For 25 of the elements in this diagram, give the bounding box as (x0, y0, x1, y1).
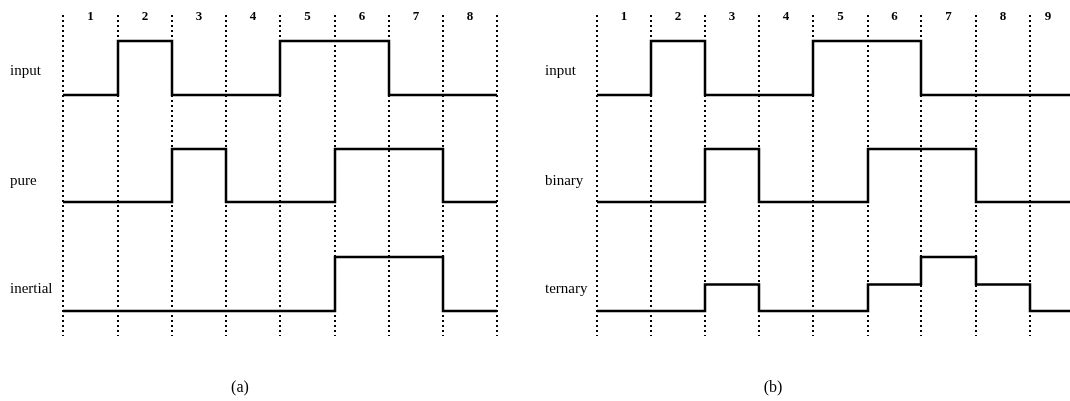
slot-number: 3 (728, 8, 736, 24)
signal-name: input (10, 62, 41, 79)
slot-number: 5 (837, 8, 844, 24)
slot-number: 8 (466, 8, 474, 24)
slot-number: 6 (891, 8, 898, 24)
slot-number: 8 (999, 8, 1007, 24)
slot-number: 4 (782, 8, 790, 24)
signal-name: pure (10, 172, 37, 189)
panel-caption: (a) (231, 378, 249, 396)
slot-number: 1 (87, 8, 94, 24)
slot-number: 7 (945, 8, 952, 24)
slot-number: 7 (412, 8, 420, 24)
slot-number: 2 (674, 8, 682, 24)
slot-number: 5 (304, 8, 311, 24)
panel-caption: (b) (763, 378, 783, 396)
slot-number: 1 (620, 8, 628, 24)
signal-name: ternary (545, 280, 588, 297)
slot-number: 2 (141, 8, 149, 24)
signal-name: inertial (10, 280, 53, 297)
slot-number: 6 (358, 8, 366, 24)
slot-number: 3 (195, 8, 203, 24)
signal-name: binary (545, 172, 584, 189)
slot-number: 4 (249, 8, 257, 24)
slot-number: 9 (1044, 8, 1052, 24)
signal-name: input (545, 62, 576, 79)
